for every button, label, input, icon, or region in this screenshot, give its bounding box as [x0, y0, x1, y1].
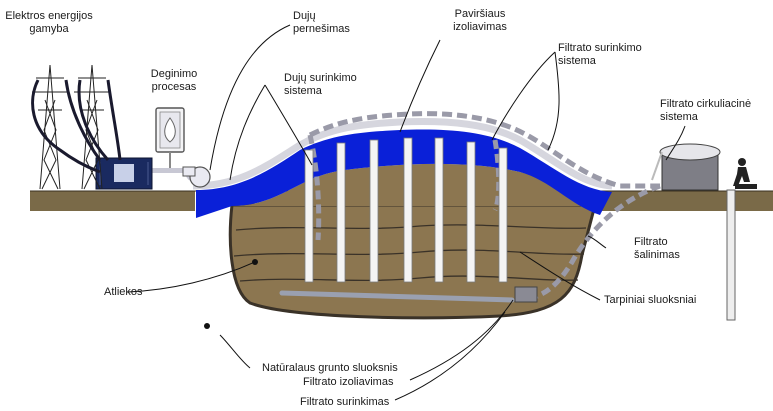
- tank-icon: [652, 144, 720, 190]
- label-natural-soil: Natūralaus grunto sluoksnis: [262, 362, 398, 375]
- leachate-pump: [515, 287, 537, 302]
- soil-marker-dot: [204, 323, 210, 329]
- flame-icon: [156, 108, 184, 168]
- label-leachate-collection: Filtrato surinkimas: [300, 396, 389, 409]
- label-leachate-insulation: Filtrato izoliavimas: [303, 376, 393, 389]
- pipe-to-generator: [152, 168, 184, 173]
- ground-surface-right: [600, 191, 773, 211]
- waste-marker-dot: [252, 259, 258, 265]
- generator-icon: [96, 158, 152, 189]
- worker-icon: [733, 158, 757, 189]
- label-intermediate-layers: Tarpiniai sluoksniai: [604, 294, 696, 307]
- ground-surface: [30, 191, 195, 211]
- landfill-pit: [230, 205, 595, 318]
- monitoring-well: [727, 190, 735, 320]
- label-waste: Atliekos: [104, 286, 143, 299]
